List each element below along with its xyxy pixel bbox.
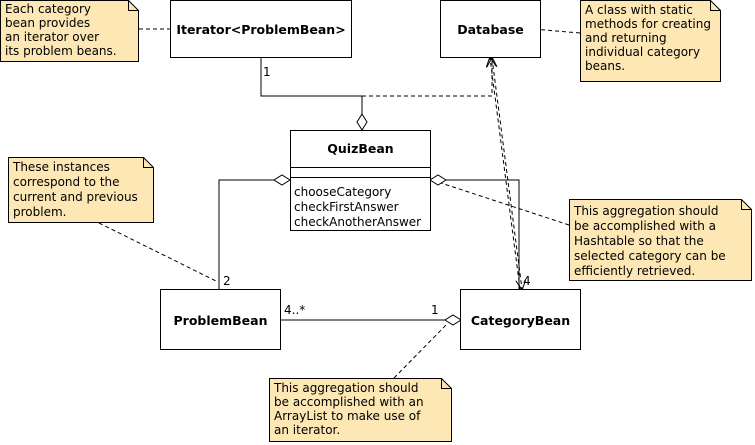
dependencies <box>362 58 522 289</box>
note-line: This aggregation should <box>573 204 719 218</box>
class-problem[interactable]: ProblemBean <box>160 289 281 350</box>
note-line: ArrayList to make use of <box>274 409 421 423</box>
anchor-arraylist <box>393 323 448 379</box>
note-line: These instances <box>12 160 110 174</box>
class-title: QuizBean <box>327 141 393 156</box>
note-line: an iterator over <box>5 30 99 44</box>
note-line: Hashtable so that the <box>574 234 704 248</box>
aggregation-iterator-quiz-line <box>260 58 363 114</box>
multiplicity-problem-side: 4..* <box>284 303 305 317</box>
aggregation-quiz-category-diamond <box>429 174 447 186</box>
note-line: methods for creating <box>585 17 711 31</box>
class-category[interactable]: CategoryBean <box>460 289 581 350</box>
class-title: CategoryBean <box>471 313 570 328</box>
note-line: current and previous <box>13 190 138 204</box>
anchor-instances <box>98 222 219 283</box>
note-line: correspond to the <box>13 175 120 189</box>
operation-check-another-answer: checkAnotherAnswer <box>294 215 421 229</box>
operation-choose-category: chooseCategory <box>294 185 391 199</box>
aggregations <box>218 58 520 326</box>
note-line: Each category <box>5 2 91 16</box>
note-line: bean provides <box>5 16 90 30</box>
operation-check-first-answer: checkFirstAnswer <box>294 200 399 214</box>
dependency-category-database <box>490 58 521 290</box>
class-title: Iterator<ProblemBean> <box>176 22 345 37</box>
multiplicity-quiz-category: 4 <box>523 274 531 288</box>
multiplicities: 1 2 4 4..* 1 <box>223 65 531 317</box>
aggregation-quiz-problem-line <box>218 179 274 289</box>
note-instances: These instances correspond to the curren… <box>8 157 154 223</box>
note-line: individual category <box>585 45 700 59</box>
anchor-hashtable <box>440 182 570 226</box>
note-line: be accomplished with a <box>574 219 716 233</box>
note-line: an iterator. <box>274 423 340 437</box>
note-line: and returning <box>585 31 667 45</box>
note-line: its problem beans. <box>5 44 117 58</box>
dependency-database-category <box>491 57 522 289</box>
note-line: be accomplished with an <box>274 395 424 409</box>
note-line: problem. <box>13 205 66 219</box>
aggregation-quiz-category-line <box>446 179 520 289</box>
multiplicity-quiz-problem: 2 <box>223 274 231 288</box>
note-line: A class with static <box>585 3 693 17</box>
note-category-iterator: Each category bean provides an iterator … <box>0 0 139 62</box>
aggregation-iterator-quiz-diamond <box>356 113 368 131</box>
note-line: efficiently retrieved. <box>574 264 695 278</box>
class-quiz[interactable]: QuizBean chooseCategory checkFirstAnswer… <box>290 130 431 231</box>
class-title: ProblemBean <box>174 313 268 328</box>
class-database[interactable]: Database <box>440 0 541 58</box>
note-anchors <box>98 28 581 379</box>
anchor-database <box>532 28 581 34</box>
note-arraylist: This aggregation should be accomplished … <box>269 378 452 442</box>
note-line: This aggregation should <box>273 381 419 395</box>
note-hashtable: This aggregation should be accomplished … <box>569 199 752 281</box>
multiplicity-category-side: 1 <box>431 303 439 317</box>
class-title: Database <box>457 22 524 37</box>
class-iterator[interactable]: Iterator<ProblemBean> <box>170 0 352 58</box>
note-database: A class with static methods for creating… <box>580 0 721 82</box>
multiplicity-iterator-quiz: 1 <box>263 65 271 79</box>
note-line: selected category can be <box>574 249 726 263</box>
note-line: beans. <box>585 59 625 73</box>
aggregation-problem-category-diamond <box>444 314 462 326</box>
aggregation-quiz-problem-diamond <box>273 174 291 186</box>
dependency-quiz-database <box>362 58 492 97</box>
